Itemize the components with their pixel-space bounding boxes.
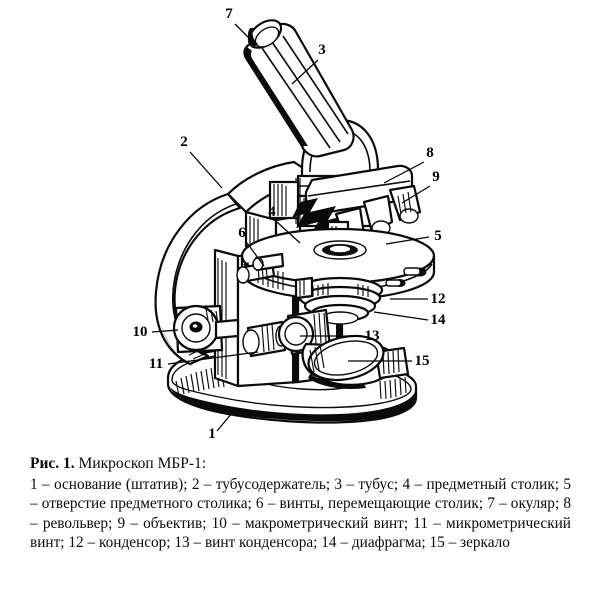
leader-6 [246, 242, 265, 267]
callout-number-15: 15 [415, 353, 430, 369]
leader-2 [189, 151, 223, 189]
callout-number-6: 6 [238, 225, 246, 241]
callout-number-11: 11 [149, 356, 163, 372]
stage-clips [385, 267, 427, 287]
objective-lens-middle [362, 194, 394, 236]
leader-9 [401, 185, 431, 204]
callout-number-13: 13 [365, 328, 380, 344]
condenser-screw [277, 308, 332, 356]
leader-4 [276, 221, 301, 244]
leader-7 [234, 23, 256, 45]
leader-14 [373, 311, 429, 321]
figure-caption: Рис. 1. Микроскоп МБР-1: 1 – основание (… [0, 448, 600, 598]
macrometric-screw [172, 304, 240, 354]
callout-number-1: 1 [208, 426, 216, 442]
callout-number-3: 3 [318, 42, 326, 58]
callout-number-7: 7 [225, 6, 233, 22]
mirror-assembly [301, 334, 410, 389]
callout-number-2: 2 [180, 134, 188, 150]
leader-8 [383, 161, 425, 184]
leader-3 [291, 59, 319, 85]
microscope-tube [243, 19, 355, 158]
callout-number-5: 5 [434, 228, 442, 244]
figure-illustration: 1 2 3 4 5 6 7 8 9 10 11 12 13 14 15 [133, 6, 447, 442]
caption-legend: 1 – основание (штатив); 2 – тубусодержат… [30, 476, 571, 552]
leader-10 [151, 329, 179, 333]
microscope-drawing: 1 2 3 4 5 6 7 8 9 10 11 12 13 14 15 [133, 6, 447, 442]
callout-group: 1 2 3 4 5 6 7 8 9 10 11 12 13 14 15 [133, 6, 447, 442]
eyepiece [247, 19, 283, 49]
callout-number-4: 4 [268, 204, 276, 220]
connector-hatching [273, 184, 287, 216]
leader-11 [167, 351, 259, 365]
callout-number-8: 8 [426, 145, 434, 161]
leader-5 [385, 236, 430, 245]
callout-number-10: 10 [133, 324, 148, 340]
callout-number-9: 9 [432, 169, 440, 185]
callout-number-12: 12 [431, 291, 446, 307]
figure-title: Микроскоп МБР-1: [74, 455, 207, 472]
base-hatching-right [379, 376, 407, 400]
objective-lens-right [388, 184, 422, 224]
caption-title-line: Рис. 1. Микроскоп МБР-1: [30, 454, 206, 473]
mirror-fork-hatching [309, 344, 325, 373]
callout-number-14: 14 [431, 312, 447, 328]
microscope-stage [240, 227, 436, 301]
leader-1 [216, 412, 233, 432]
revolver-nosepiece [292, 164, 422, 254]
figure-number: Рис. 1. [30, 455, 75, 472]
